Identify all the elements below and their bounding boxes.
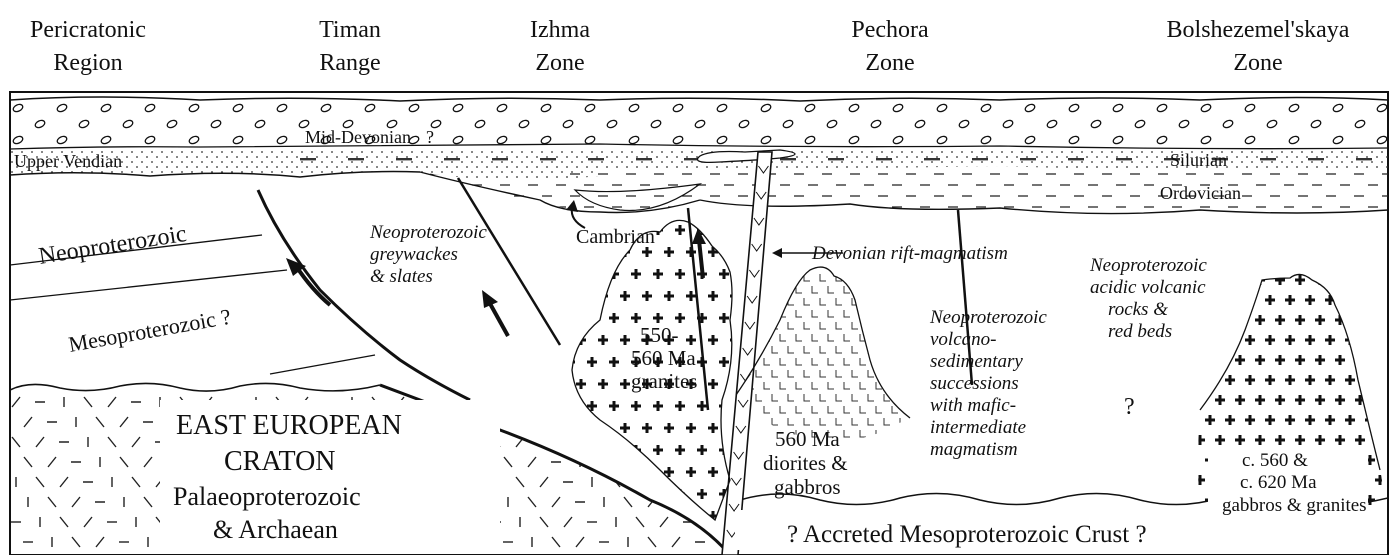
- label-ordovician: Ordovician: [1160, 183, 1241, 203]
- label-silurian: Silurian: [1170, 150, 1227, 170]
- label-craton-3: Palaeoproterozoic: [173, 482, 361, 511]
- label-neoproterozoic: Neoproterozoic: [37, 221, 188, 270]
- label-volcano-7: magmatism: [930, 439, 1018, 460]
- arrow-izhma-head: [482, 290, 498, 308]
- ordovician-dashes: [430, 174, 1392, 218]
- label-granites-1: 550-: [640, 323, 679, 347]
- label-volcano-6: intermediate: [930, 417, 1026, 438]
- label-mesoproterozoic: Mesoproterozoic ?: [67, 304, 233, 357]
- label-craton-4: & Archaean: [213, 515, 338, 544]
- label-craton-1: EAST EUROPEAN: [176, 410, 402, 441]
- arrow-cambrian-head: [566, 200, 578, 212]
- label-greywackes-3: & slates: [370, 266, 433, 287]
- arrow-izhma: [488, 300, 508, 336]
- devonian-top: [10, 97, 1388, 101]
- label-greywackes-1: Neoproterozoic: [369, 222, 487, 243]
- label-gabbros-3: gabbros & granites: [1222, 495, 1367, 516]
- label-upper-vendian: Upper Vendian: [14, 151, 122, 171]
- devonian-ovals: [12, 103, 1388, 145]
- craton-top: [10, 383, 380, 391]
- label-volcano-1: Neoproterozoic: [929, 307, 1047, 328]
- label-accreted: ? Accreted Mesoproterozoic Crust ?: [787, 521, 1147, 548]
- label-granites-2: 560 Ma: [631, 346, 696, 370]
- label-diorites-1: 560 Ma: [775, 427, 840, 451]
- vendian-base: [10, 172, 420, 177]
- label-acidic-4: red beds: [1108, 321, 1172, 342]
- label-diorites-2: diorites &: [763, 451, 848, 475]
- label-diorites-3: gabbros: [774, 475, 841, 499]
- arrow-timan: [296, 266, 330, 305]
- mesoproterozoic-top: [10, 270, 287, 300]
- arrow-pechora: [699, 240, 703, 278]
- label-cambrian: Cambrian: [576, 226, 655, 248]
- label-craton-2: CRATON: [224, 446, 336, 477]
- label-acidic-1: Neoproterozoic: [1089, 255, 1207, 276]
- arrow-rift-head: [772, 248, 782, 258]
- mesoproterozoic-base: [270, 355, 375, 374]
- label-volcano-3: sedimentary: [930, 351, 1023, 372]
- label-volcano-4: successions: [930, 373, 1019, 394]
- label-gabbros-1: c. 560 &: [1242, 450, 1308, 471]
- devonian-base: [10, 144, 1388, 149]
- label-mid-devonian: Mid-Devonian: [305, 127, 411, 147]
- diorite-pattern: [740, 274, 914, 437]
- label-mid-devonian-q: ?: [426, 127, 434, 147]
- label-granites-3: granites: [631, 369, 697, 393]
- label-question: ?: [1124, 394, 1135, 420]
- label-devonian-rift: Devonian rift-magmatism: [811, 243, 1008, 264]
- label-acidic-3: rocks &: [1108, 299, 1168, 320]
- label-greywackes-2: greywackes: [370, 244, 458, 265]
- label-gabbros-2: c. 620 Ma: [1240, 472, 1317, 493]
- volcanic-vent: [698, 150, 796, 162]
- label-acidic-2: acidic volcanic: [1090, 277, 1206, 298]
- label-volcano-2: volcano-: [930, 329, 996, 350]
- label-volcano-5: with mafic-: [930, 395, 1016, 416]
